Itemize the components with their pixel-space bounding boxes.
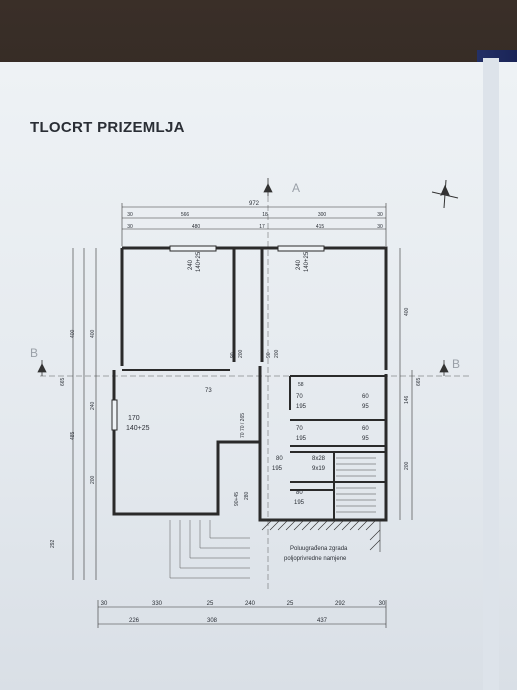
door-label-2b: 200 — [274, 349, 280, 358]
door-label-2: 90 — [266, 352, 272, 358]
room-label-3: 170 — [128, 415, 140, 422]
small-room-95b: 95 — [362, 436, 369, 442]
dim-bottom-6: 292 — [335, 601, 346, 607]
small-room-58: 58 — [298, 382, 304, 388]
room-195c: 195 — [272, 466, 283, 472]
dim-top-b1: 30 — [127, 224, 133, 230]
annex-label-1: Poluugrađena zgrada — [290, 546, 348, 552]
dim-top-b3: 17 — [259, 224, 265, 230]
dim-right-3: 146 — [404, 395, 410, 404]
room-label-1: 240 — [188, 259, 194, 270]
room-label-2: 240 — [296, 259, 302, 270]
small-room-70: 70 — [296, 394, 303, 400]
stair-9x19: 9x19 — [312, 466, 326, 472]
dim-70-265: 70 70 / 265 — [240, 413, 246, 438]
dim-left-2: 400 — [90, 329, 96, 338]
dim-bottom-7: 30 — [379, 601, 386, 607]
dim-top-total: 972 — [249, 201, 260, 207]
dim-right-2: 665 — [416, 377, 422, 386]
small-room-60b: 60 — [362, 426, 369, 432]
section-label-a-top: A — [292, 181, 300, 195]
section-label-b-left: B — [30, 346, 38, 360]
dim-left-7: 665 — [60, 377, 66, 386]
annex-label-2: poljoprivredne namjene — [284, 556, 347, 562]
door-label-1: 90 — [230, 352, 236, 358]
small-room-70b: 70 — [296, 426, 303, 432]
stair-8x28: 8x28 — [312, 456, 326, 462]
north-arrow-icon — [431, 179, 459, 209]
dim-top-a5: 30 — [377, 212, 383, 218]
door-label-1b: 200 — [238, 349, 244, 358]
dim-top-a3: 18 — [262, 212, 268, 218]
dim-top-b2: 480 — [192, 224, 201, 230]
dim-bottom-5: 25 — [287, 601, 294, 607]
dim-bottom-8: 226 — [129, 618, 140, 624]
dim-right-4: 200 — [404, 461, 410, 470]
section-label-b-right: B — [452, 357, 460, 371]
small-room-95a: 95 — [362, 404, 369, 410]
room-label-2b: 140+25 — [304, 251, 310, 272]
section-marker-a-top — [263, 178, 273, 196]
dim-73: 73 — [205, 388, 212, 394]
dim-top-a2: 566 — [181, 212, 190, 218]
room-80b: 80 — [296, 490, 303, 496]
dim-top-a4: 300 — [318, 212, 327, 218]
room-80a: 80 — [276, 456, 283, 462]
room-195d: 195 — [294, 500, 305, 506]
dim-right-1: 400 — [404, 307, 410, 316]
small-room-195a: 195 — [296, 404, 307, 410]
room-label-3b: 140+25 — [126, 425, 150, 432]
door-280: 280 — [244, 491, 250, 500]
dim-bottom-1: 30 — [101, 601, 108, 607]
door-90x45: 90+45 — [234, 492, 240, 506]
small-room-60a: 60 — [362, 394, 369, 400]
dim-left-5: 200 — [90, 475, 96, 484]
dim-bottom-2: 330 — [152, 601, 163, 607]
dim-top-b5: 30 — [377, 224, 383, 230]
dim-left-4: 240 — [90, 401, 96, 410]
paper-edge — [483, 58, 499, 690]
dim-bottom-3: 25 — [207, 601, 214, 607]
dim-bottom-10: 437 — [317, 618, 328, 624]
dim-left-3: 485 — [70, 431, 76, 440]
dim-bottom-4: 240 — [245, 601, 256, 607]
dim-left-6: 292 — [50, 539, 56, 548]
dim-top-a1: 30 — [127, 212, 133, 218]
dim-bottom-9: 308 — [207, 618, 218, 624]
dim-top-b4: 415 — [316, 224, 325, 230]
page-title: TLOCRT PRIZEMLJA — [30, 119, 185, 136]
small-room-195b: 195 — [296, 436, 307, 442]
dim-left-1: 400 — [70, 329, 76, 338]
room-label-1b: 140+25 — [196, 251, 202, 272]
